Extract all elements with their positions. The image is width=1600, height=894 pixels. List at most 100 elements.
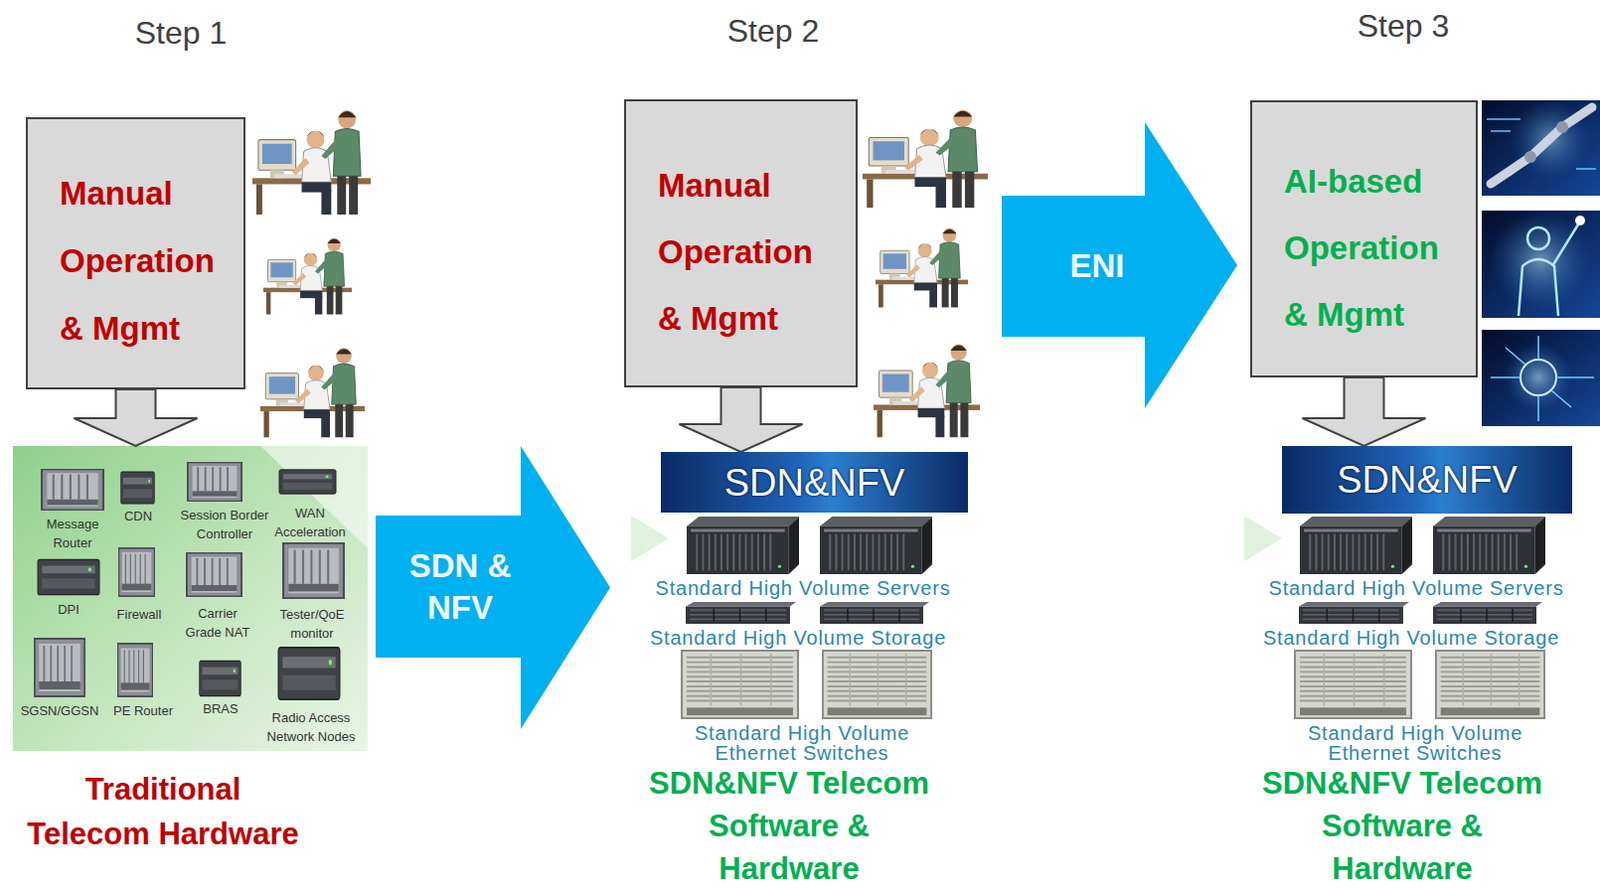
banner-text-group: SDN&NFV: [660, 452, 968, 513]
picture-ground: [1481, 329, 1600, 427]
switch-icon: [1436, 650, 1545, 719]
pointer-triangle: [1244, 515, 1282, 562]
server-icon: [686, 516, 800, 575]
management-box: Manual Operation & Mgmt: [624, 99, 858, 388]
sdn-nfv-stack: [631, 515, 933, 719]
component-label: Standard High Volume Ethernet Switches: [1290, 723, 1540, 764]
device-caption: Radio Access Network Nodes: [264, 708, 359, 747]
device-caption-block: Tester/QoE monitor: [275, 605, 350, 643]
platform-banner: SDN&NFV: [660, 452, 968, 513]
arrow-fill: [375, 446, 611, 730]
device-icon: [34, 639, 85, 697]
switch-icon: [822, 650, 932, 719]
box-text: Manual Operation & Mgmt: [657, 152, 827, 352]
pointer-triangle: [631, 515, 669, 562]
ai-pictures: [1481, 99, 1600, 427]
server-icon: [1433, 516, 1546, 575]
banner-text-group: SDN&NFV: [1281, 446, 1573, 514]
box-text-group: Manual Operation & Mgmt: [59, 160, 229, 363]
component-label: Standard High Volume Storage: [1247, 626, 1576, 650]
panel-ground: [12, 446, 368, 752]
operator-picture: [252, 110, 371, 215]
step-label: Step 2: [693, 12, 853, 49]
figure-body: [1518, 224, 1579, 317]
device-icon: [37, 559, 100, 595]
operator-picture: [260, 347, 365, 438]
box-text-group: Manual Operation & Mgmt: [657, 152, 827, 352]
device-caption: Message Router: [37, 514, 108, 553]
device-caption-block: Carrier Grade NAT: [181, 604, 254, 642]
component-label-block: Standard High Volume Ethernet Switches: [677, 723, 927, 764]
block-arrow: [679, 387, 803, 453]
device-caption-block: Session Border Controller: [169, 505, 280, 544]
component-label-block: Standard High Volume Servers: [639, 576, 967, 601]
device-caption: WAN Acceleration: [270, 503, 350, 542]
box-text-group: AI-based Operation & Mgmt: [1283, 148, 1453, 348]
box-text: AI-based Operation & Mgmt: [1283, 148, 1453, 348]
network-brain-picture: [1481, 329, 1600, 427]
circuit-line: [1486, 119, 1597, 169]
step-label-block: Step 1: [101, 14, 261, 51]
device-caption-block: Firewall: [104, 605, 174, 625]
platform-label-block: SDN&NFV Telecom Software & Hardware: [641, 762, 937, 891]
arrow-text: ENI: [1037, 245, 1157, 288]
box-text: Manual Operation & Mgmt: [59, 160, 229, 363]
device-caption-block: Radio Access Network Nodes: [264, 708, 359, 747]
device-caption-block: SGSN/GGSN: [14, 701, 105, 721]
device-icon: [283, 543, 344, 599]
device-icon: [121, 472, 156, 504]
picture-ground: [1481, 210, 1600, 319]
sdn-nfv-stack: [1244, 515, 1546, 719]
switch-icon: [1294, 650, 1412, 719]
device-caption: Tester/QoE monitor: [275, 605, 350, 643]
device-caption: PE Router: [108, 701, 178, 721]
component-label: Standard High Volume Storage: [634, 626, 962, 650]
device-icon: [186, 553, 242, 598]
server-icon: [819, 516, 933, 575]
device-caption: BRAS: [195, 699, 246, 719]
arrow-text-group: SDN & NFV: [385, 545, 535, 630]
component-label: Standard High Volume Servers: [1252, 576, 1581, 601]
device-caption-block: PE Router: [108, 701, 178, 721]
storage-icon: [1433, 602, 1543, 625]
device-caption: SGSN/GGSN: [14, 701, 105, 721]
server-icon: [1299, 516, 1413, 575]
device-caption: CDN: [113, 506, 163, 526]
arrow-fill: [1001, 122, 1238, 409]
hardware-illustration: [12, 446, 368, 752]
component-label-block: Standard High Volume Servers: [1252, 576, 1581, 601]
device-icon: [279, 470, 336, 494]
robot-joint: [1556, 121, 1569, 134]
step-label: Step 1: [101, 14, 261, 51]
banner-text: SDN&NFV: [1336, 458, 1518, 502]
arrow-shape: [375, 446, 611, 730]
device-icon: [41, 470, 104, 511]
operator-picture: [875, 228, 968, 309]
transition-arrow: ENI: [1001, 122, 1238, 409]
step-label: Step 3: [1323, 7, 1483, 44]
storage-icon: [1298, 602, 1410, 625]
device-caption-block: WAN Acceleration: [270, 503, 350, 542]
arrow-text: SDN & NFV: [385, 545, 535, 630]
step-label-block: Step 2: [693, 12, 853, 49]
management-box: Manual Operation & Mgmt: [25, 117, 246, 390]
device-icon: [199, 660, 242, 696]
platform-label-block: SDN&NFV Telecom Software & Hardware: [1255, 762, 1550, 891]
robot-joint: [1524, 151, 1537, 163]
device-caption-block: BRAS: [195, 699, 246, 719]
platform-label: SDN&NFV Telecom Software & Hardware: [1255, 762, 1550, 891]
human-glow-picture: [1481, 210, 1600, 319]
operator-picture: [873, 344, 980, 439]
storage-icon: [819, 602, 930, 625]
brain-ring: [1520, 359, 1557, 396]
device-caption-block: DPI: [43, 600, 94, 620]
component-label-block: Standard High Volume Storage: [1247, 626, 1576, 650]
device-caption: Firewall: [104, 605, 174, 625]
component-label: Standard High Volume Ethernet Switches: [677, 723, 927, 764]
device-icon: [118, 643, 154, 697]
component-label-block: Standard High Volume Storage: [634, 626, 962, 650]
arrow-text-group: ENI: [1037, 245, 1157, 288]
transition-arrow: SDN & NFV: [375, 446, 611, 730]
